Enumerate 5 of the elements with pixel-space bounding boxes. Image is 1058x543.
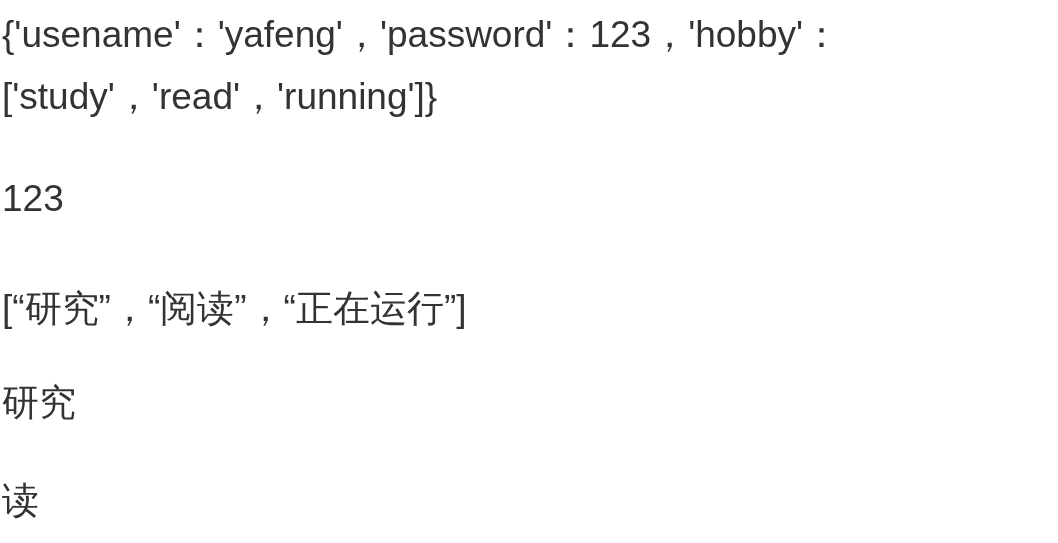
code-output-line: {'usename'：'yafeng'，'password'：123，'hobby'：['study'，'read'，'running']} <box>2 13 842 119</box>
code-output-line: 读 <box>2 479 40 523</box>
code-output-line: 研究 <box>2 381 77 425</box>
code-output-line: [“研究”，“阅读”，“正在运行”] <box>2 287 468 331</box>
code-output-line: 123 <box>2 177 65 221</box>
